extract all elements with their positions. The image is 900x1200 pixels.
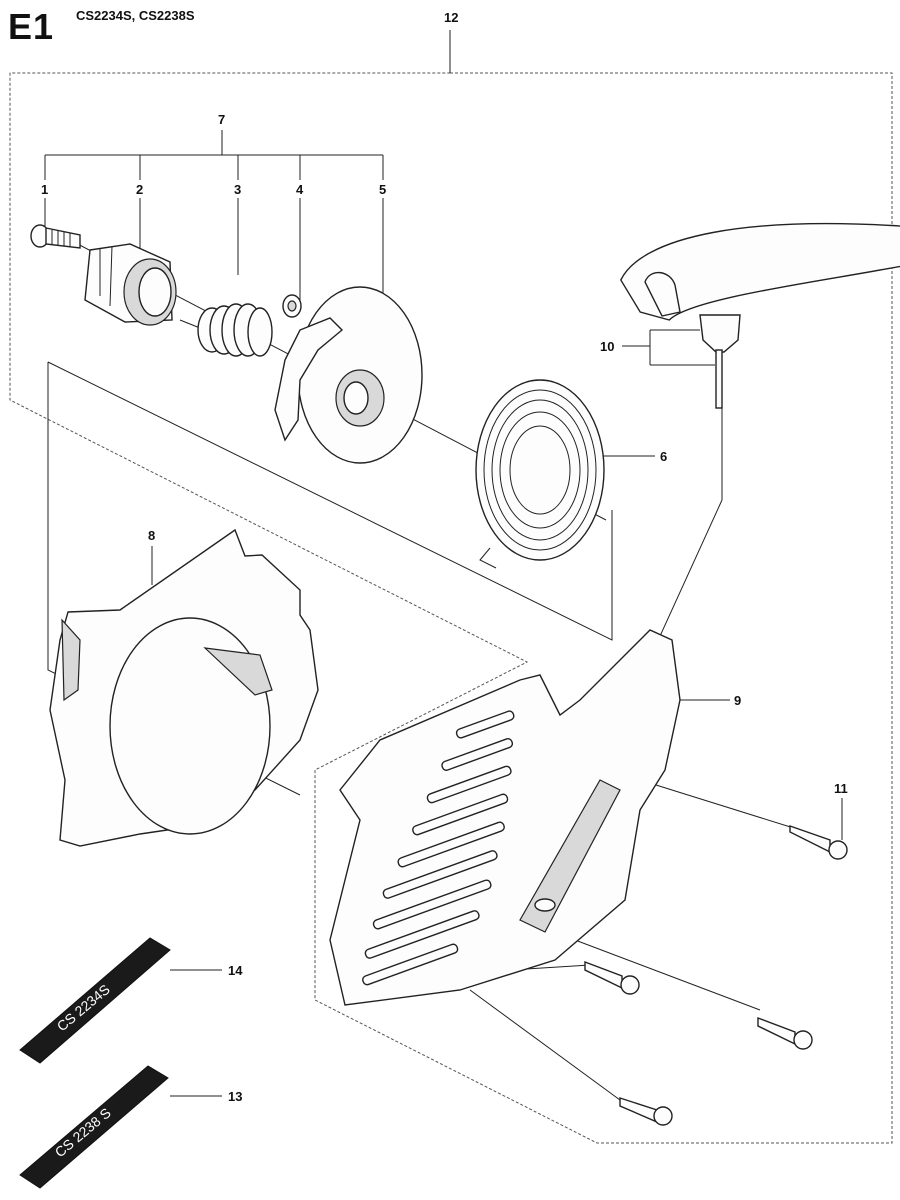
part-3-spring [179,303,273,357]
callout-10: 10 [600,339,614,354]
part-2-pulley [84,243,177,326]
callout-1: 1 [41,182,48,197]
part-6-recoil-spring [475,379,605,569]
assembly-outline-12 [9,72,893,1144]
callout-labels: 12 7 1 2 3 4 5 6 8 9 10 11 14 13 [41,10,848,1104]
callout-5: 5 [379,182,386,197]
model-list: CS2234S, CS2238S [76,8,195,23]
part-8-fan-housing [49,528,319,847]
cover-vent-slots [362,710,515,986]
callout-8: 8 [148,528,155,543]
leader-lines [44,30,843,1097]
callout-7: 7 [218,112,225,127]
part-10-starter-handle [620,222,900,409]
callout-2: 2 [136,182,143,197]
callout-3: 3 [234,182,241,197]
callout-9: 9 [734,693,741,708]
part-4-washer [282,294,302,318]
callout-6: 6 [660,449,667,464]
section-id: E1 [8,6,55,47]
part-9-starter-cover [329,629,681,1006]
part-13-decal: Jonsered CS 2238 S [19,1065,169,1189]
part-14-decal: Jonsered CS 2234S [19,937,171,1064]
part-11-screw [584,825,848,1126]
callout-12: 12 [444,10,458,25]
callout-14: 14 [228,963,243,978]
part-1-screw [30,224,81,249]
part-5-starter-disc [274,286,423,464]
callout-11: 11 [834,781,848,796]
callout-4: 4 [296,182,304,197]
callout-13: 13 [228,1089,242,1104]
